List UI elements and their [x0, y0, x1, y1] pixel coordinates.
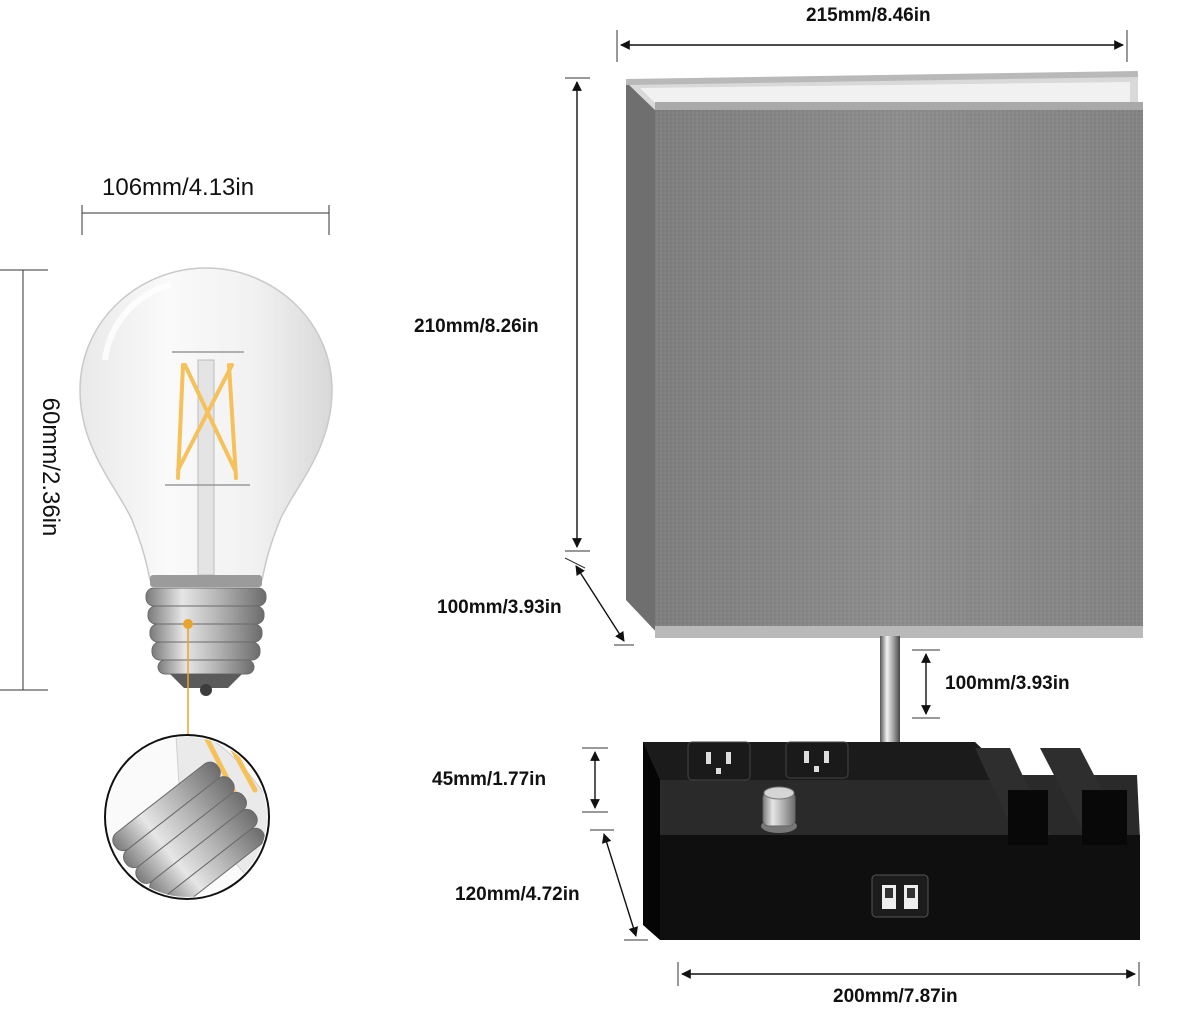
- shade-width-dimension: [616, 30, 1128, 62]
- usb-port-icon: [871, 874, 929, 918]
- shade-width-label: 215mm/8.46in: [806, 5, 931, 26]
- base-width-dimension: [677, 962, 1140, 986]
- base-depth-dimension: [590, 829, 648, 941]
- magnifier-icon: [104, 734, 270, 900]
- shade-height-label: 210mm/8.26in: [414, 316, 539, 337]
- dimmer-knob-icon: [761, 786, 797, 833]
- bulb-width-dimension: [81, 205, 330, 235]
- ac-outlet-icon: [687, 741, 751, 781]
- bulb-height-label: 60mm/2.36in: [37, 397, 64, 537]
- base-height-dimension: [582, 747, 608, 813]
- base-width-label: 200mm/7.87in: [833, 986, 958, 1007]
- shade-depth-label: 100mm/3.93in: [437, 597, 562, 618]
- bulb-height-dimension: [0, 269, 48, 691]
- lamp-shade: [625, 71, 1143, 638]
- pole-height-label: 100mm/3.93in: [945, 673, 1070, 694]
- shade-height-dimension: [565, 77, 590, 552]
- shade-depth-dimension: [564, 557, 634, 646]
- bulb-width-label: 106mm/4.13in: [102, 174, 255, 201]
- led-bulb-icon: [79, 267, 333, 740]
- ac-outlet-icon: [785, 741, 849, 779]
- base-depth-label: 120mm/4.72in: [455, 884, 580, 905]
- pole-height-dimension: [912, 649, 940, 719]
- base-height-label: 45mm/1.77in: [432, 769, 547, 790]
